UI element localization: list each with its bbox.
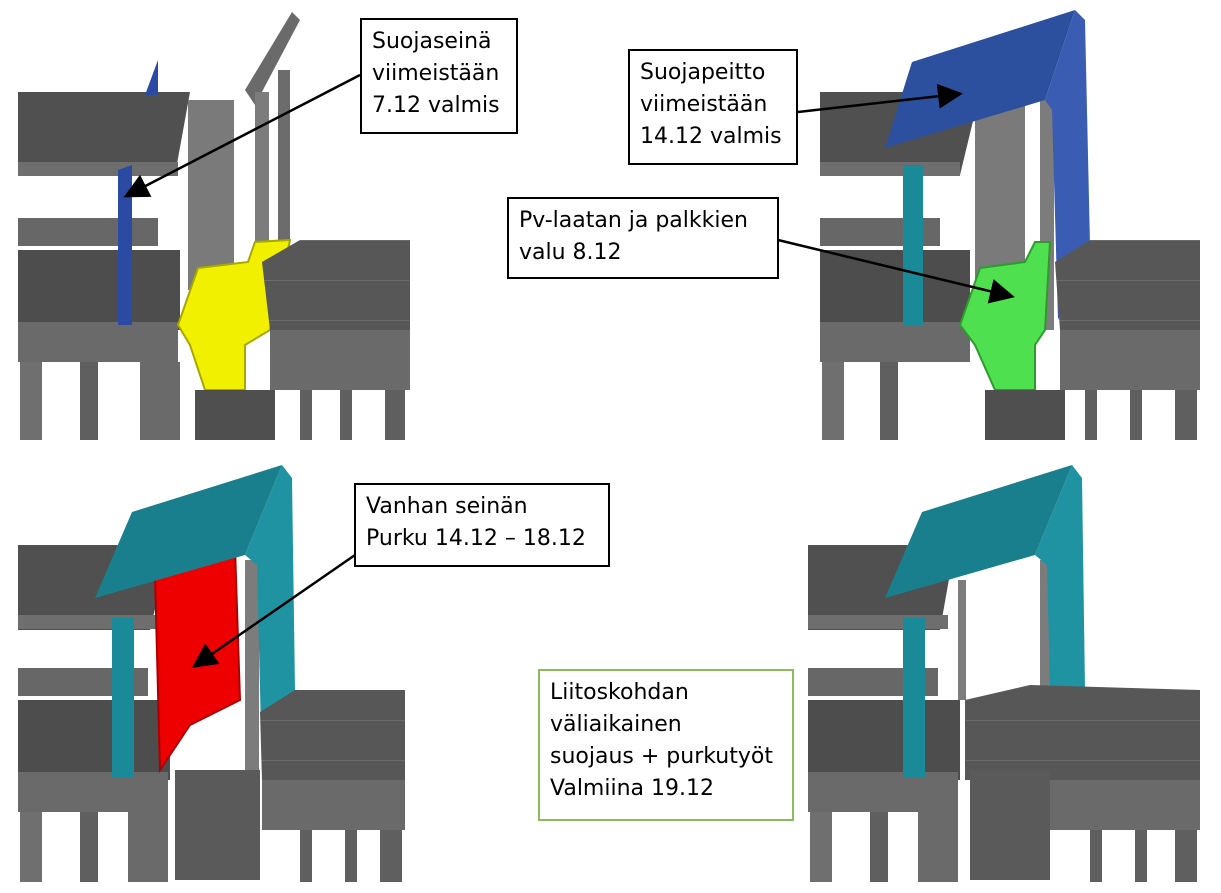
lower-beam <box>808 772 958 812</box>
right-beam <box>262 780 405 830</box>
upper-slab-edge <box>820 162 960 176</box>
column <box>340 390 352 440</box>
lower-deck <box>18 250 180 330</box>
callout-cover: Suojapeitto viimeistään 14.12 valmis <box>628 49 798 165</box>
callout-line: Valmiina 19.12 <box>550 776 714 801</box>
panel-4-finished <box>808 465 1200 882</box>
column <box>1135 830 1147 882</box>
callout-line: Vanhan seinän <box>366 494 528 519</box>
panel-1-protective-wall <box>18 12 410 440</box>
frame-column <box>958 580 966 700</box>
right-beam <box>1050 780 1200 830</box>
column <box>80 362 98 440</box>
arrow-tr <box>797 83 963 114</box>
callout-line: Liitoskohdan <box>550 680 689 705</box>
blue-cover-roof <box>885 10 1075 148</box>
upper-slab-edge <box>808 615 948 629</box>
column <box>128 812 168 882</box>
upper-slab-edge <box>18 615 158 629</box>
right-beam <box>270 330 410 390</box>
column <box>810 812 832 882</box>
old-wall <box>975 100 1025 290</box>
middle-slab <box>18 218 158 246</box>
callout-slab-casting: Pv-laatan ja palkkien valu 8.12 <box>507 197 779 279</box>
callout-line: 7.12 valmis <box>372 93 500 118</box>
callout-joint-protection: Liitoskohdan väliaikainen suojaus + purk… <box>538 669 794 821</box>
foundation <box>175 770 260 880</box>
blue-protective-wall <box>118 165 132 325</box>
green-beam <box>958 241 1052 391</box>
callout-line: suojaus + purkutyöt <box>550 744 773 769</box>
column <box>300 830 312 882</box>
frame-column <box>245 560 259 785</box>
column <box>140 362 180 440</box>
column <box>380 830 402 882</box>
right-deck <box>1055 240 1200 330</box>
lower-deck <box>808 700 960 780</box>
column <box>1175 830 1197 882</box>
lower-beam <box>820 322 970 362</box>
callout-line: Suojapeitto <box>640 60 766 85</box>
upper-slab <box>18 92 190 175</box>
column <box>880 362 898 440</box>
red-old-wall <box>153 546 242 774</box>
column <box>345 830 357 882</box>
lower-beam <box>18 322 178 362</box>
foundation <box>970 770 1050 880</box>
column <box>1175 390 1197 440</box>
column <box>1090 830 1102 882</box>
callout-line: Pv-laatan ja palkkien <box>519 208 748 233</box>
teal-wall <box>903 618 925 778</box>
callout-line: Suojaseinä <box>372 29 492 54</box>
arrow-mid <box>777 238 1015 304</box>
arrow-tl <box>123 73 361 198</box>
blue-wall-top <box>145 60 158 95</box>
callout-arrows <box>123 73 1015 668</box>
callout-wall-demolition: Vanhan seinän Purku 14.12 – 18.12 <box>354 483 610 567</box>
lower-deck <box>18 700 170 780</box>
lower-beam <box>18 772 168 812</box>
blue-cover-side <box>1045 10 1090 320</box>
callout-protective-wall: Suojaseinä viimeistään 7.12 valmis <box>360 18 518 134</box>
column <box>20 812 42 882</box>
upper-slab-edge <box>18 162 178 176</box>
frame-top <box>245 12 300 105</box>
callout-line: viimeistään <box>372 61 500 86</box>
column <box>385 390 405 440</box>
teal-wall <box>112 618 134 778</box>
callout-line: valu 8.12 <box>519 240 622 265</box>
right-beam <box>1060 330 1200 390</box>
column <box>1130 390 1142 440</box>
lower-deck <box>820 250 970 330</box>
right-deck <box>965 685 1200 780</box>
callout-line: viimeistään <box>640 92 768 117</box>
arrow-bl <box>191 553 356 668</box>
column <box>1085 390 1097 440</box>
callout-line: väliaikainen <box>550 712 682 737</box>
column <box>870 812 888 882</box>
column <box>918 812 958 882</box>
old-wall <box>188 100 234 290</box>
callout-line: 14.12 valmis <box>640 124 782 149</box>
panel-3-demolition <box>18 465 405 882</box>
teal-cover-side <box>245 465 295 772</box>
teal-wall <box>903 165 923 325</box>
column <box>822 362 844 440</box>
column <box>80 812 98 882</box>
teal-cover-roof <box>95 465 282 598</box>
teal-cover-roof <box>885 465 1072 598</box>
panel-2-cover <box>820 10 1200 440</box>
foundation <box>985 390 1065 440</box>
right-deck <box>262 240 410 330</box>
foundation <box>195 390 275 440</box>
column <box>20 362 42 440</box>
column <box>300 390 312 440</box>
right-deck <box>260 690 405 780</box>
callout-line: Purku 14.12 – 18.12 <box>366 526 586 551</box>
